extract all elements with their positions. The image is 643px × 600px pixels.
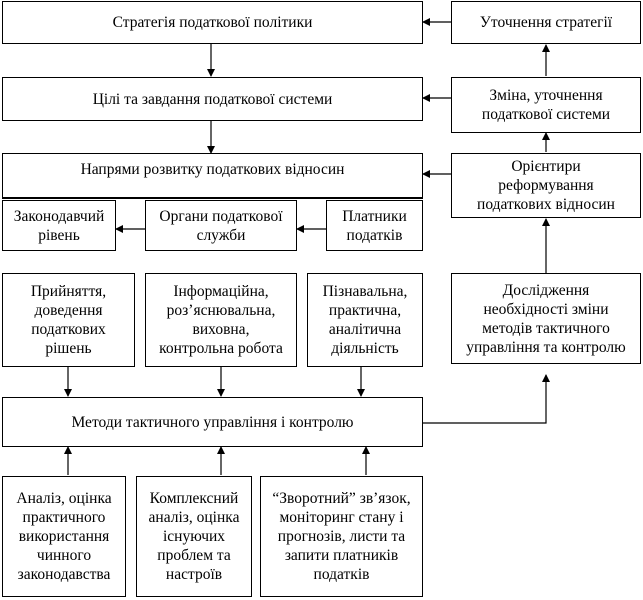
information-box: Інформаційна, роз’яснювальна, виховна, к… (145, 273, 297, 367)
taxpayers-label: Платники податків (342, 207, 407, 244)
change-system-label: Зміна, уточнення податкової системи (481, 87, 611, 123)
methods-box: Методи тактичного управління і контролю (2, 397, 423, 447)
complex-label: Комплексний аналіз, оцінка існуючих проб… (148, 490, 240, 583)
cognitive-label: Пізнавальна, практична, аналітична діяль… (322, 283, 408, 357)
change-system-box: Зміна, уточнення податкової системи (451, 77, 641, 133)
decisions-label: Прийняття, доведення податкових рішень (30, 283, 107, 357)
arrow-methods-to-research (423, 374, 550, 424)
complex-box: Комплексний аналіз, оцінка існуючих проб… (136, 476, 252, 597)
tax-service-box: Органи податкової служби (145, 200, 297, 251)
directions-box: Напрями розвитку податкових відносин (2, 153, 423, 199)
research-label: Дослідження необхідності зміни методів т… (466, 281, 626, 356)
refine-strategy-box: Уточнення стратегії (451, 1, 641, 44)
reform-label: Орієнтири реформування податкових віднос… (477, 158, 615, 213)
feedback-box: “Зворотний” зв’язок, моніторинг стану і … (260, 476, 423, 597)
refine-strategy-label: Уточнення стратегії (479, 14, 613, 31)
methods-label: Методи тактичного управління і контролю (71, 413, 354, 431)
research-box: Дослідження необхідності зміни методів т… (451, 273, 641, 364)
strategy-label: Стратегія податкової політики (112, 14, 313, 31)
analysis-label: Аналіз, оцінка практичного використання … (16, 490, 112, 583)
feedback-label: “Зворотний” зв’язок, моніторинг стану і … (272, 490, 411, 583)
legislative-box: Законодавчий рівень (2, 200, 116, 251)
taxpayers-box: Платники податків (326, 200, 423, 251)
tax-service-label: Органи податкової служби (159, 207, 283, 244)
reform-box: Орієнтири реформування податкових віднос… (451, 153, 641, 218)
decisions-box: Прийняття, доведення податкових рішень (2, 273, 135, 367)
goals-box: Цілі та завдання податкової системи (2, 77, 423, 121)
directions-label: Напрями розвитку податкових відносин (80, 161, 345, 178)
cognitive-box: Пізнавальна, практична, аналітична діяль… (307, 273, 423, 367)
information-label: Інформаційна, роз’яснювальна, виховна, к… (159, 283, 283, 357)
legislative-label: Законодавчий рівень (13, 207, 105, 244)
strategy-box: Стратегія податкової політики (2, 1, 423, 44)
analysis-box: Аналіз, оцінка практичного використання … (2, 476, 126, 597)
goals-label: Цілі та завдання податкової системи (92, 90, 333, 108)
